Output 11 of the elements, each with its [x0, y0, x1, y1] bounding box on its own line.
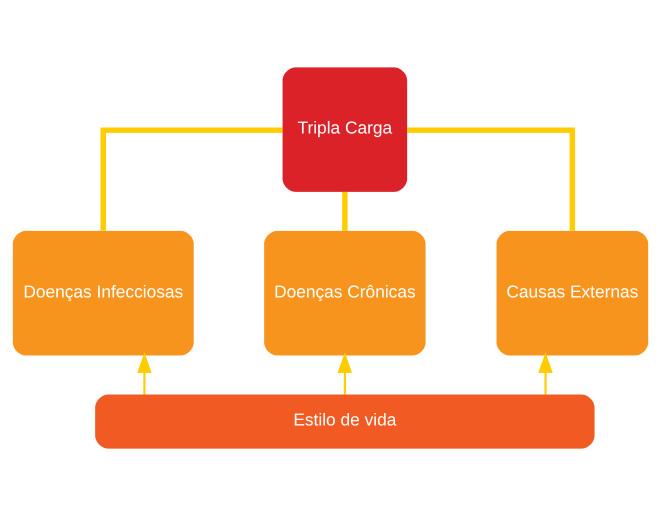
- node-box: Estilo de vida: [95, 394, 595, 448]
- node-box: Doenças Crônicas: [264, 230, 426, 355]
- node-box: Doenças Infecciosas: [12, 230, 194, 355]
- connector: [100, 126, 282, 230]
- arrow: [137, 352, 152, 394]
- arrow: [338, 352, 352, 394]
- connector: [342, 191, 348, 230]
- node-box: Causas Externas: [496, 230, 648, 355]
- arrow: [538, 352, 553, 394]
- connector: [407, 126, 576, 230]
- node-box: Tripla Carga: [282, 66, 408, 192]
